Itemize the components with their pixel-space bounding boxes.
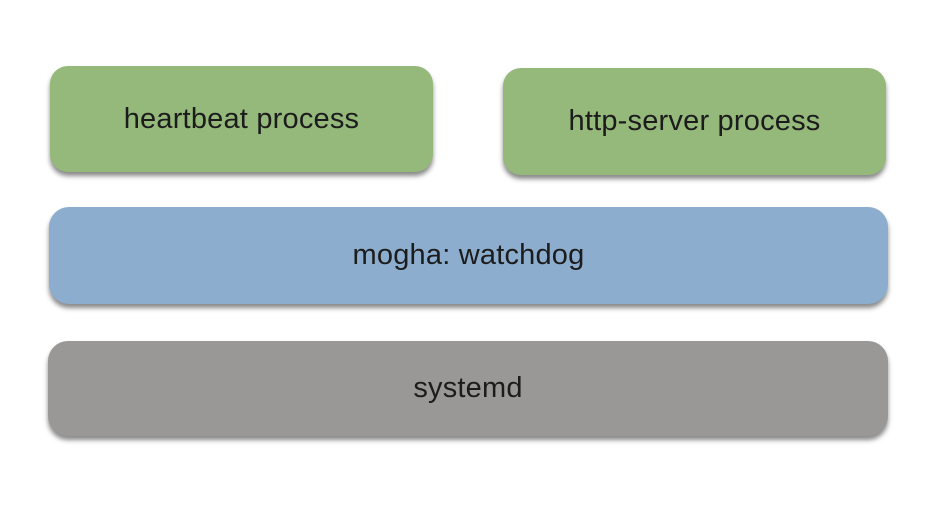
watchdog-box: mogha: watchdog <box>49 207 888 304</box>
heartbeat-process-label: heartbeat process <box>123 102 360 135</box>
heartbeat-process-box: heartbeat process <box>50 66 433 172</box>
http-server-process-box: http-server process <box>503 68 886 175</box>
systemd-label: systemd <box>413 372 523 404</box>
watchdog-label: mogha: watchdog <box>352 239 585 271</box>
http-server-process-label: http-server process <box>568 105 821 137</box>
systemd-box: systemd <box>48 341 888 436</box>
